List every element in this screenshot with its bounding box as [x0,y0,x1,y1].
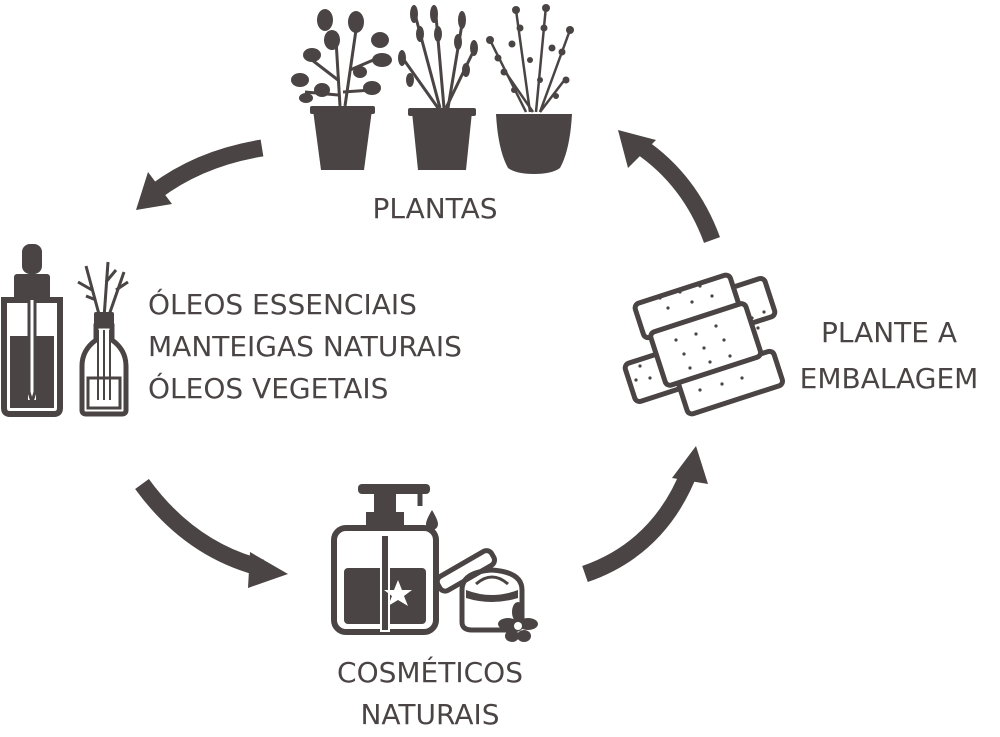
cream-jar-icon [434,548,538,642]
dropper-bottle-icon [1,244,63,417]
arrow-oleos-to-cosmeticos [135,478,288,588]
label-embalagem-word: EMBALAGEM [799,362,979,395]
arrow-plantas-to-oleos [136,139,264,210]
label-cosmeticos: COSMÉTICOS [337,656,523,689]
label-cosmeticos-naturais: COSMÉTICOS NATURAIS [300,652,560,736]
label-naturais: NATURAIS [360,698,500,731]
label-oleos: ÓLEOS ESSENCIAIS MANTEIGAS NATURAIS ÓLEO… [148,284,528,410]
soap-dispenser-icon [331,484,439,635]
label-plante-a: PLANTE A [820,316,958,349]
label-oleos-vegetais: ÓLEOS VEGETAIS [148,372,389,405]
reed-diffuser-icon [77,261,129,417]
arrow-embalagem-to-plantas [618,130,720,243]
label-plante-embalagem: PLANTE A EMBALAGEM [780,310,998,402]
seed-paper-icon [622,272,785,417]
arrow-cosmeticos-to-embalagem [582,446,708,583]
label-oleos-essenciais: ÓLEOS ESSENCIAIS [148,288,417,321]
potted-herbs-icon [291,4,574,174]
label-plantas: PLANTAS [372,192,498,225]
label-manteigas-naturais: MANTEIGAS NATURAIS [148,330,462,363]
